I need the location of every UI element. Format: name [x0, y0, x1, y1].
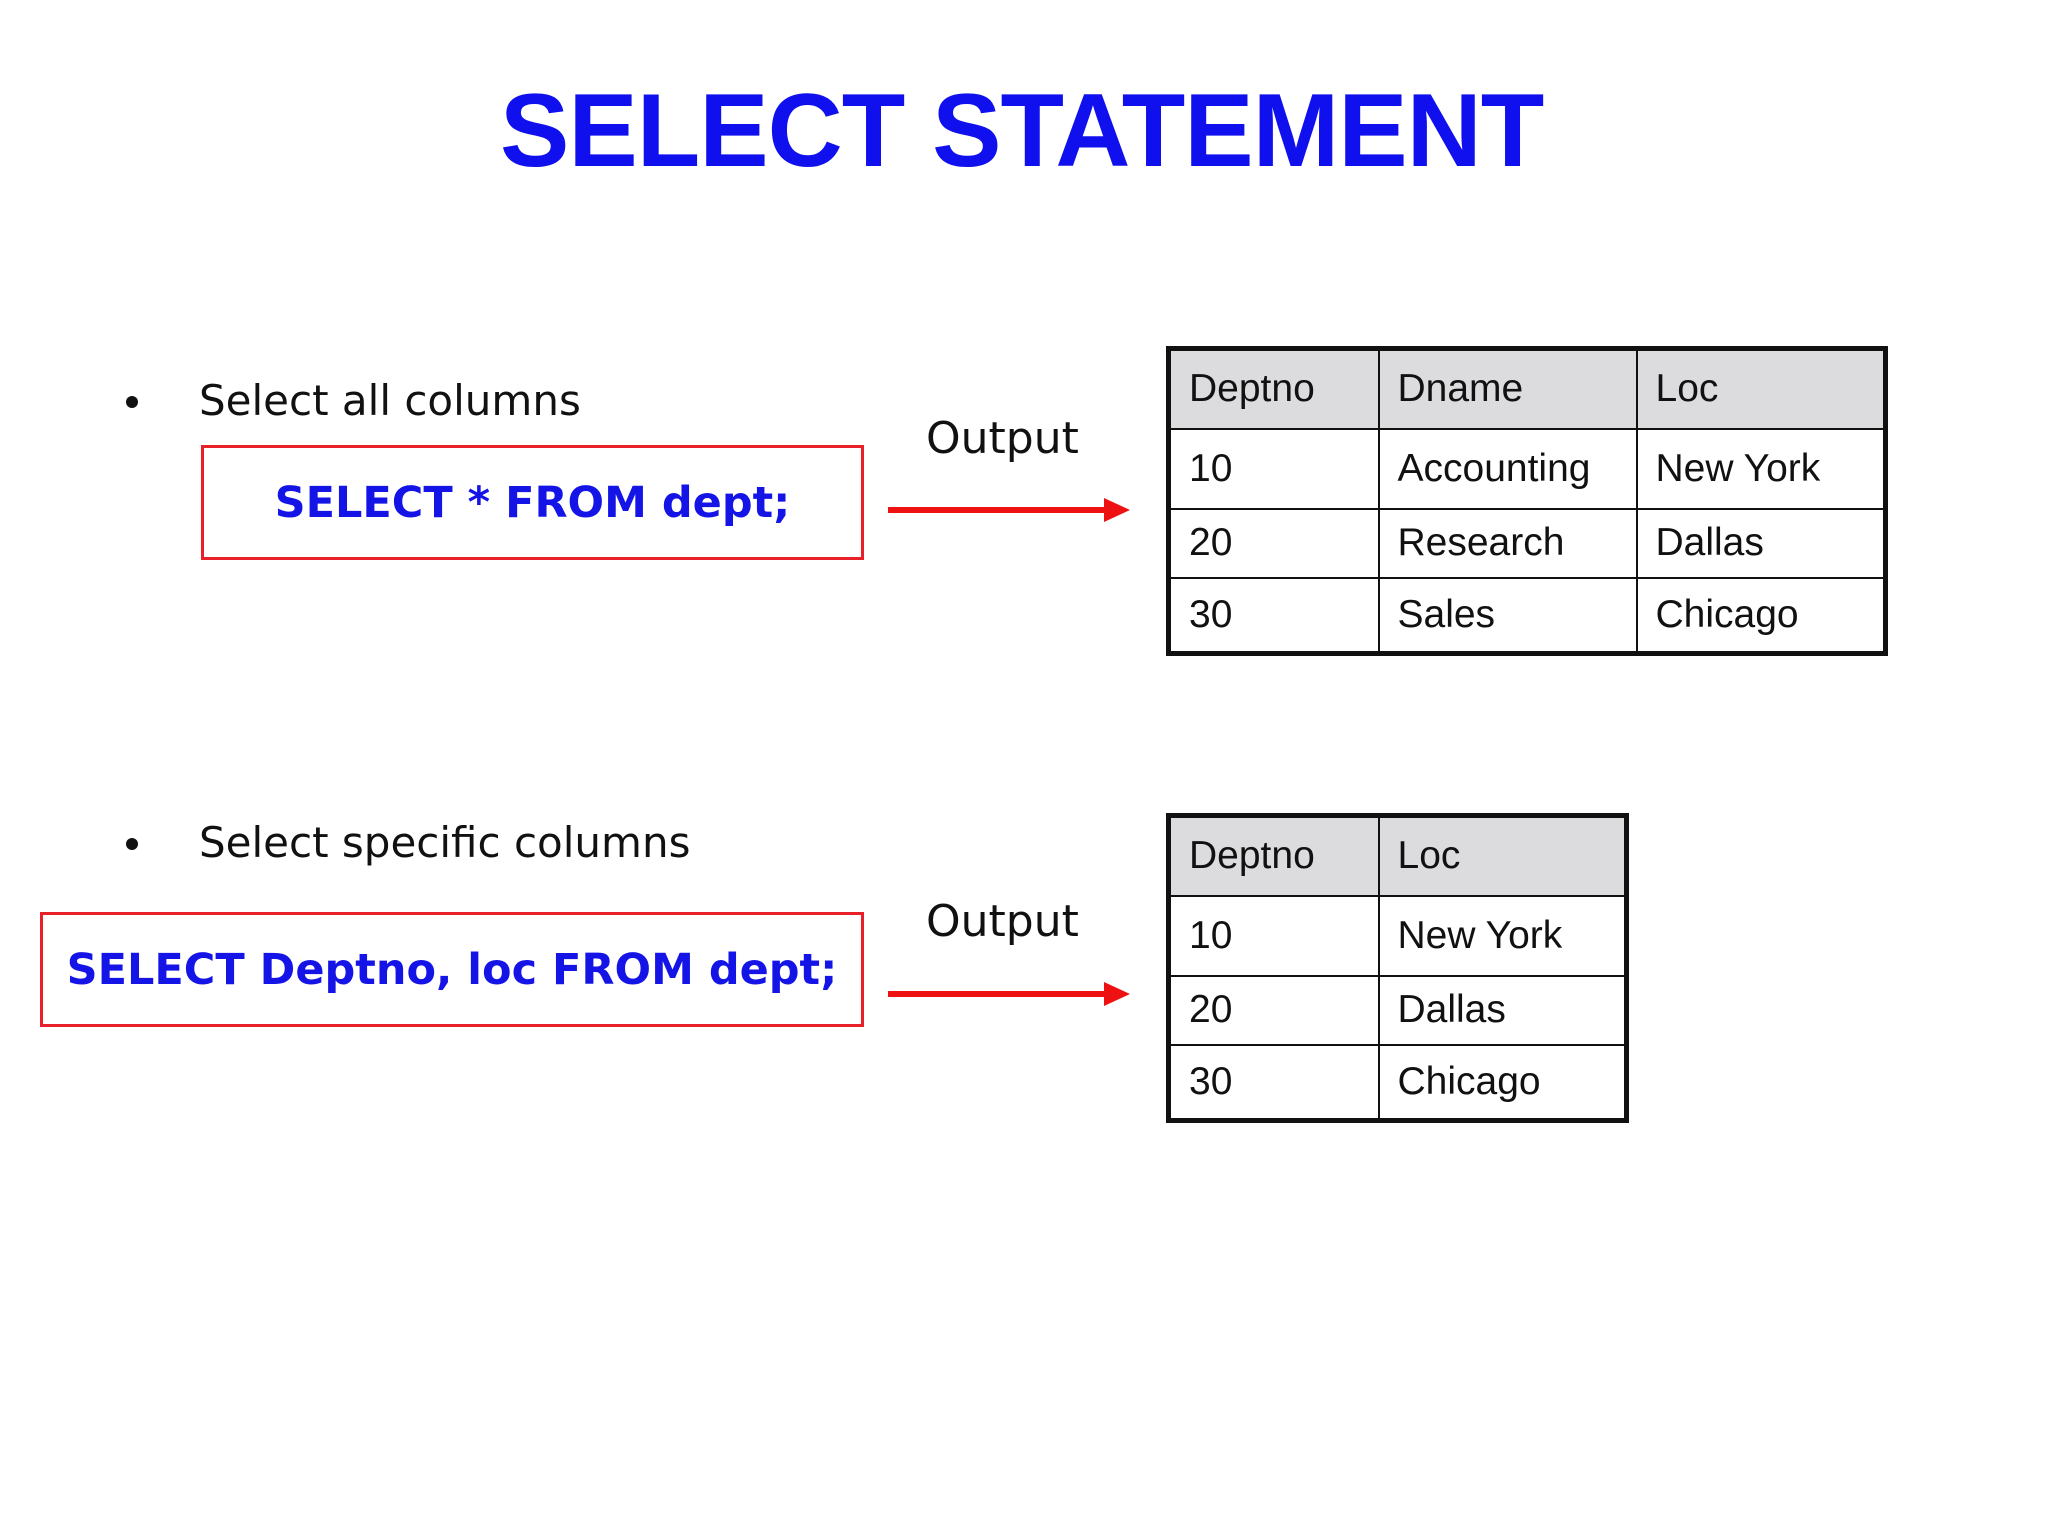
table-row: 20 Dallas	[1167, 974, 1628, 1046]
table-cell: Chicago	[1377, 1043, 1628, 1122]
sql-box-select-specific: SELECT Deptno, loc FROM dept;	[40, 912, 864, 1027]
table-row: 20 Research Dallas	[1167, 507, 1887, 579]
bullet-select-all-columns: Select all columns	[199, 376, 581, 425]
table-header-row: Deptno Loc	[1167, 814, 1628, 897]
table-cell: Accounting	[1377, 427, 1638, 510]
table-row: 10 New York	[1167, 894, 1628, 977]
output-table-specific-columns: Deptno Loc 10 New York 20 Dallas 30 Chic…	[1166, 813, 1629, 1123]
table-header-row: Deptno Dname Loc	[1167, 347, 1887, 430]
table-cell: 30	[1167, 1043, 1380, 1122]
table-header-cell: Deptno	[1167, 814, 1380, 897]
table-header-cell: Loc	[1635, 347, 1887, 430]
table-row: 10 Accounting New York	[1167, 427, 1887, 510]
table-header-cell: Deptno	[1167, 347, 1380, 430]
arrow-right-icon	[888, 982, 1130, 1006]
slide-title: SELECT STATEMENT	[500, 73, 1544, 189]
bullet-select-specific-columns: Select specific columns	[199, 818, 691, 867]
sql-box-select-all: SELECT * FROM dept;	[201, 445, 864, 560]
table-row: 30 Sales Chicago	[1167, 576, 1887, 655]
table-cell: New York	[1635, 427, 1887, 510]
table-cell: Chicago	[1635, 576, 1887, 655]
bullet-dot	[126, 396, 138, 408]
table-row: 30 Chicago	[1167, 1043, 1628, 1122]
table-cell: Dallas	[1635, 507, 1887, 579]
table-cell: 20	[1167, 507, 1380, 579]
table-cell: 20	[1167, 974, 1380, 1046]
table-cell: Sales	[1377, 576, 1638, 655]
output-label: Output	[926, 413, 1079, 464]
table-cell: New York	[1377, 894, 1628, 977]
arrow-right-icon	[888, 498, 1130, 522]
table-cell: 30	[1167, 576, 1380, 655]
output-table-all-columns: Deptno Dname Loc 10 Accounting New York …	[1166, 346, 1888, 656]
table-cell: Dallas	[1377, 974, 1628, 1046]
table-cell: 10	[1167, 894, 1380, 977]
table-cell: 10	[1167, 427, 1380, 510]
table-header-cell: Loc	[1377, 814, 1628, 897]
bullet-dot	[126, 838, 138, 850]
table-cell: Research	[1377, 507, 1638, 579]
table-header-cell: Dname	[1377, 347, 1638, 430]
output-label: Output	[926, 896, 1079, 947]
